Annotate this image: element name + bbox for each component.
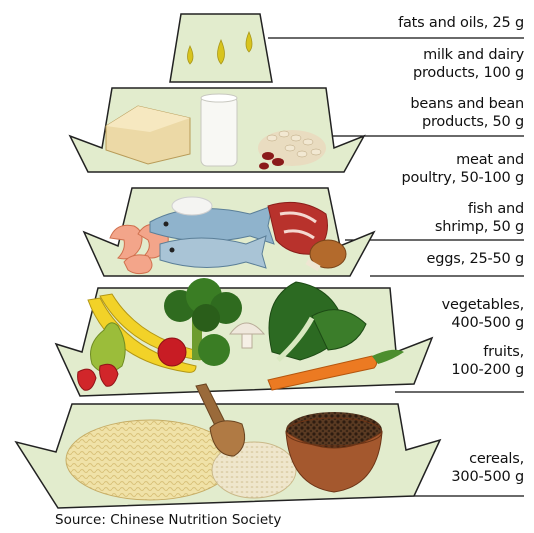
label-fruits-line1: fruits, xyxy=(483,343,524,361)
label-beans-line2: products, 50 g xyxy=(422,113,524,131)
label-fruits-line2: 100-200 g xyxy=(451,361,524,379)
fish-icon xyxy=(150,206,274,268)
label-milk-dairy-line2: products, 100 g xyxy=(413,64,524,82)
label-cereals-line1: cereals, xyxy=(469,450,524,468)
milk-glass-icon xyxy=(201,94,237,166)
label-vegetables-line1: vegetables, xyxy=(442,296,524,314)
label-fish-line2: shrimp, 50 g xyxy=(435,218,524,236)
tier-cereals xyxy=(16,384,440,508)
label-milk-dairy-line1: milk and dairy xyxy=(423,46,524,64)
label-vegetables-line2: 400-500 g xyxy=(451,314,524,332)
label-fish-line1: fish and xyxy=(468,200,524,218)
label-beans-line1: beans and bean xyxy=(410,95,524,113)
label-fats-oils: fats and oils, 25 g xyxy=(398,14,524,32)
tier-protein xyxy=(84,188,374,276)
label-cereals-line2: 300-500 g xyxy=(451,468,524,486)
tier-dairy-beans xyxy=(70,88,364,172)
label-eggs: eggs, 25-50 g xyxy=(427,250,524,268)
label-meat-line1: meat and xyxy=(456,151,524,169)
label-meat-line2: poultry, 50-100 g xyxy=(401,169,524,187)
source-caption: Source: Chinese Nutrition Society xyxy=(55,512,281,528)
noodles-icon xyxy=(66,420,234,500)
tier-vegetables-fruits xyxy=(56,278,432,396)
tier-fats-oils xyxy=(170,14,272,82)
apple-icon xyxy=(158,338,186,366)
